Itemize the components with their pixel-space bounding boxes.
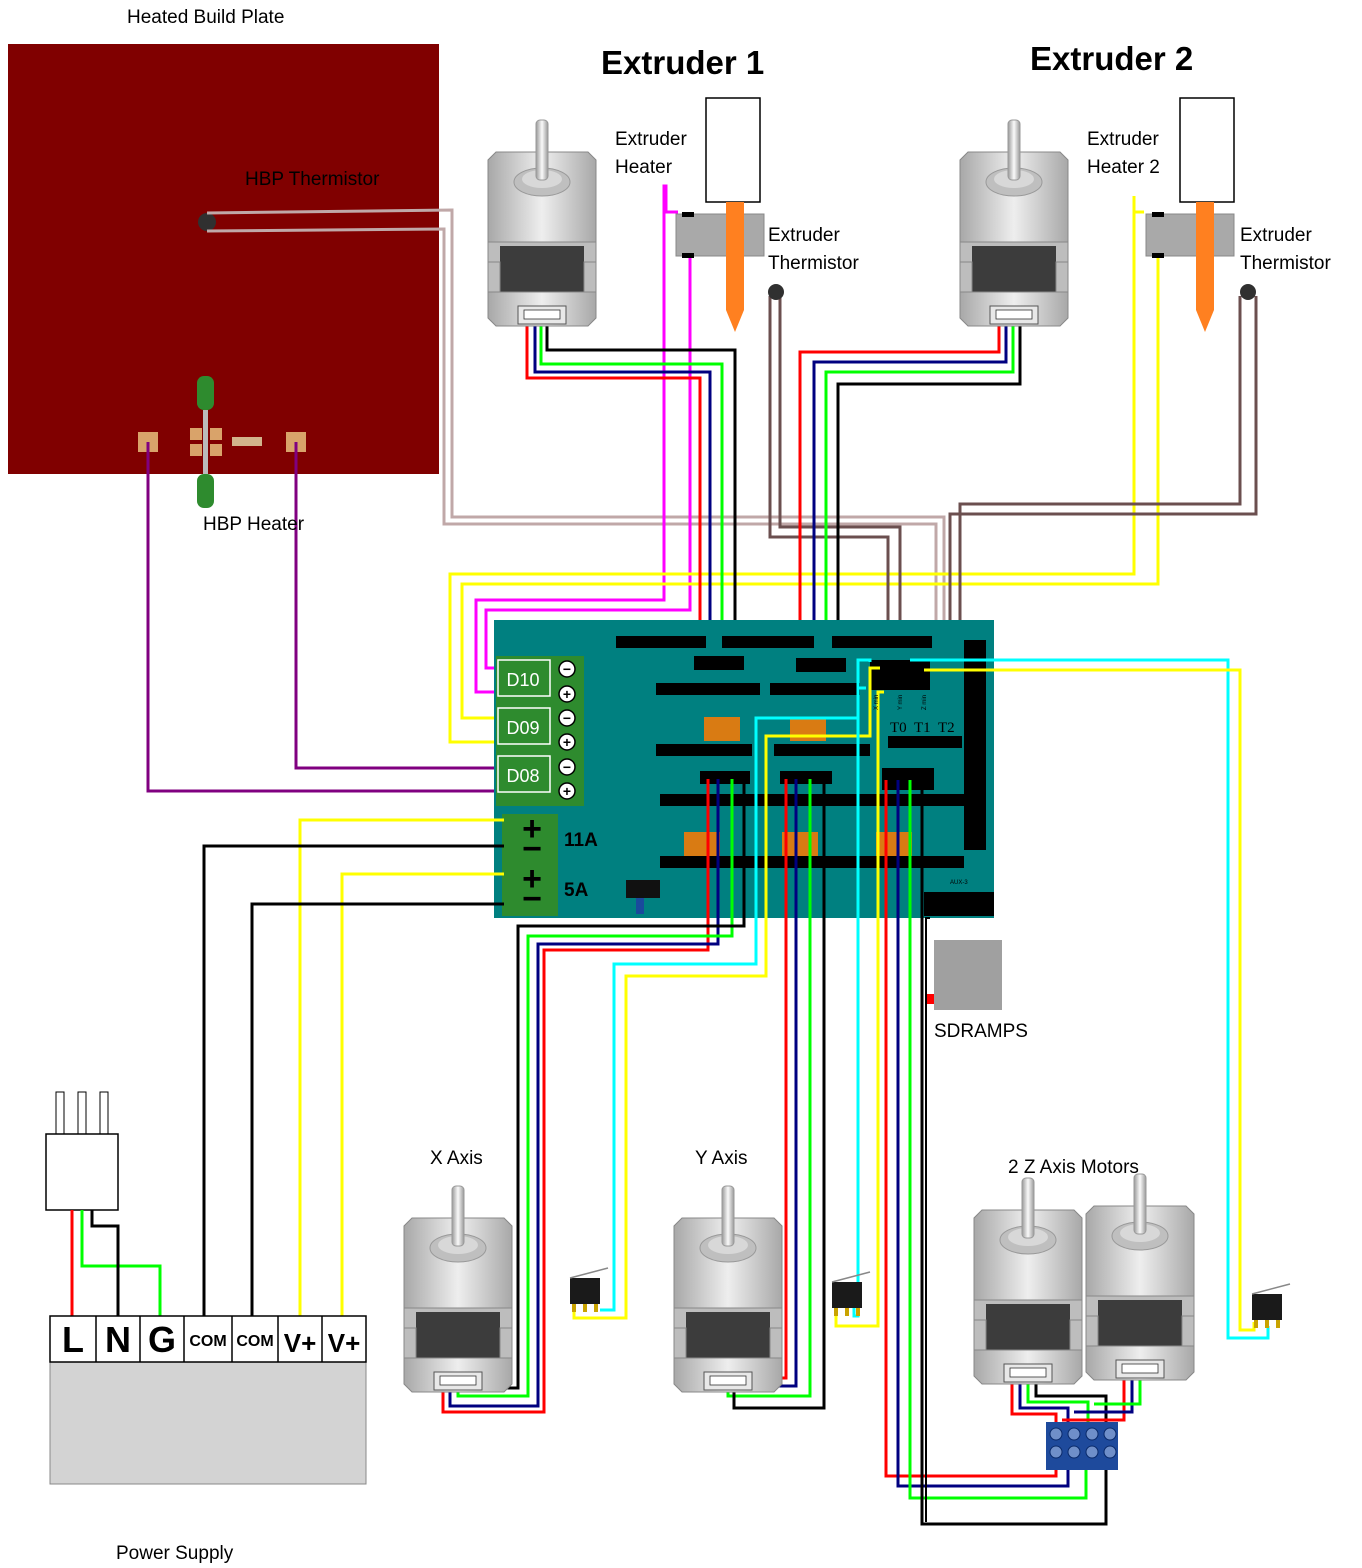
extruder1-motor: [487, 119, 597, 327]
z-axis-motor-2: [1085, 1173, 1195, 1381]
board-label-aux3: AUX-3: [950, 880, 968, 886]
extruder1-hotend: [675, 97, 784, 332]
z-endstop: [1251, 1283, 1291, 1329]
extruder-thermistor-label-line1: Extruder: [768, 225, 840, 246]
svg-text:−: −: [522, 830, 542, 868]
board-label-d10: D10: [506, 670, 539, 690]
board-terminal-markers: [558, 660, 576, 800]
x-endstop: [569, 1267, 609, 1313]
svg-text:+: +: [522, 860, 542, 898]
svg-text:+: +: [563, 734, 571, 750]
board-label-ymin: Y min: [898, 695, 904, 710]
power-supply-terminal-com: COM: [236, 1333, 273, 1350]
power-supply-terminal-vplus: V+: [328, 1328, 361, 1358]
extruder1-title: Extruder 1: [601, 44, 765, 81]
extruder2-hotend: [1145, 97, 1256, 332]
extruder1-motor-wires: [525, 306, 737, 662]
board-label-d09: D09: [506, 718, 539, 738]
hbp-led: [138, 376, 306, 508]
extruder2-motor-wires: [798, 306, 1022, 662]
power-supply-terminal-com: COM: [189, 1333, 226, 1350]
hbp-thermistor-label: HBP Thermistor: [245, 169, 380, 190]
extruder-thermistor-label-line2: Thermistor: [768, 253, 859, 274]
svg-text:+: +: [563, 783, 571, 799]
heated-build-plate-label: Heated Build Plate: [127, 7, 285, 28]
power-supply-terminal-vplus: V+: [284, 1328, 317, 1358]
extruder2-thermistor-label-line2: Thermistor: [1240, 253, 1331, 274]
board-label-5a: 5A: [564, 880, 589, 901]
sdramps-card: [925, 917, 1002, 1522]
y-endstop: [831, 1271, 871, 1317]
power-supply-label: Power Supply: [116, 1543, 234, 1564]
power-plug: [45, 1091, 162, 1316]
hbp-heater-label: HBP Heater: [203, 514, 305, 535]
extruder-heater2-label-line2: Heater 2: [1087, 157, 1160, 178]
svg-text:−: −: [563, 710, 571, 726]
heated-build-plate: [8, 44, 439, 474]
extruder-heater-label-line1: Extruder: [615, 129, 687, 150]
board-label-11a: 11A: [564, 830, 598, 851]
x-axis-label: X Axis: [430, 1148, 483, 1169]
board-label-t2: T2: [938, 720, 955, 736]
board-label-xmin: X min: [874, 695, 880, 710]
power-supply-terminal-g: G: [148, 1319, 176, 1360]
y-axis-motor: [673, 1185, 783, 1393]
extruder-heater2-label-line1: Extruder: [1087, 129, 1159, 150]
board-label-t1: T1: [914, 720, 931, 736]
board-label-zmin: Z min: [922, 695, 928, 710]
hbp-thermistor: [198, 208, 946, 660]
x-axis-motor: [403, 1185, 513, 1393]
svg-text:−: −: [563, 759, 571, 775]
svg-text:+: +: [563, 686, 571, 702]
extruder2-title: Extruder 2: [1030, 40, 1194, 77]
power-supply-terminal-n: N: [105, 1319, 131, 1360]
z-axis-motor-1: [973, 1177, 1083, 1385]
svg-text:−: −: [522, 880, 542, 918]
board-label-t0: T0: [890, 720, 907, 736]
power-supply-terminal-l: L: [62, 1319, 84, 1360]
svg-text:+: +: [522, 810, 542, 848]
z-axis-label: 2 Z Axis Motors: [1008, 1157, 1139, 1178]
sdramps-label: SDRAMPS: [934, 1021, 1028, 1042]
board-label-d08: D08: [506, 766, 539, 786]
y-axis-label: Y Axis: [695, 1148, 748, 1169]
extruder2-motor: [959, 119, 1069, 327]
extruder2-thermistor-label-line1: Extruder: [1240, 225, 1312, 246]
svg-text:−: −: [563, 661, 571, 677]
extruder-heater-label-line2: Heater: [615, 157, 673, 178]
z-axis-junction: [1046, 1422, 1118, 1470]
